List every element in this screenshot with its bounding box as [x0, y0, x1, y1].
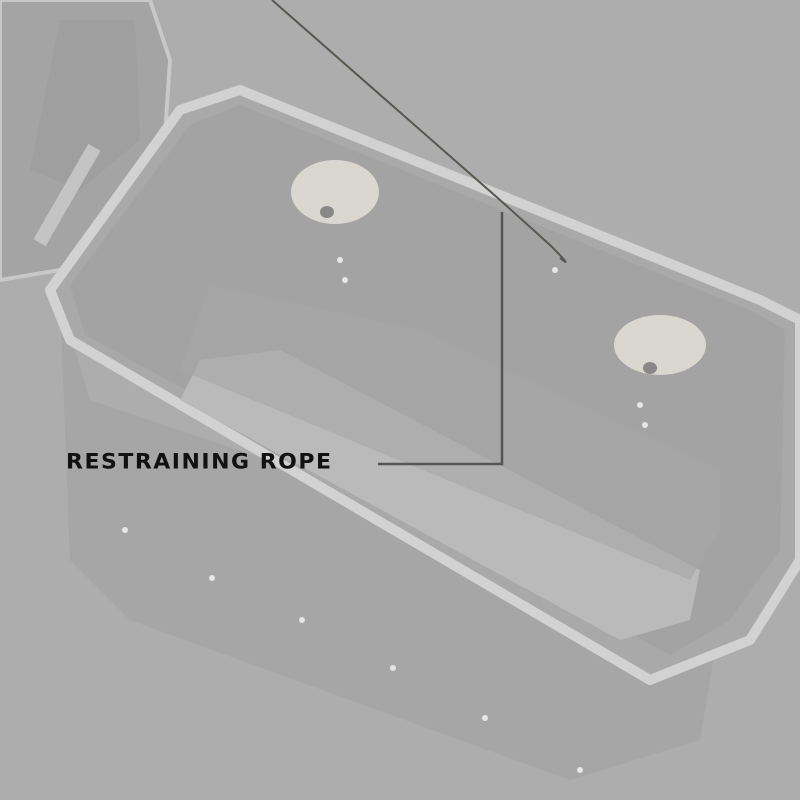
leader-line — [378, 212, 504, 466]
bolts — [122, 257, 648, 773]
restraining-rope — [271, 0, 567, 263]
hinge — [33, 143, 101, 247]
pulley-right — [614, 315, 706, 375]
pulley-left — [291, 160, 379, 224]
restraining-rope-label: RESTRAINING ROPE — [66, 450, 333, 475]
box-body — [45, 85, 800, 780]
